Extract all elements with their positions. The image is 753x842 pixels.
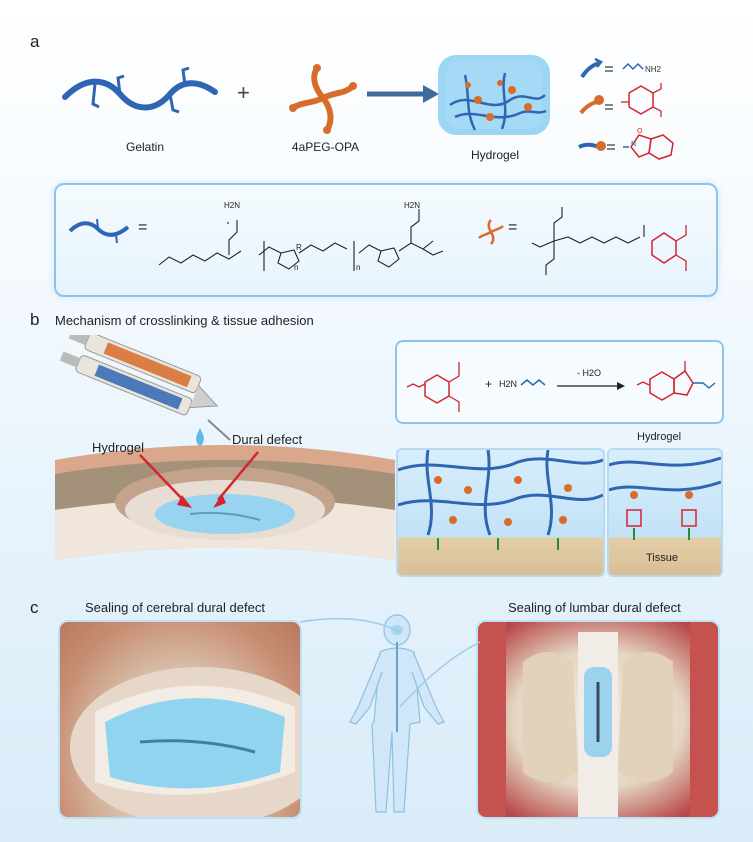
structure-box: = H2N H2N n n R xyxy=(54,183,718,297)
callout-arrows xyxy=(139,451,259,508)
h2n-label-1: H2N xyxy=(224,201,241,210)
panel-a-letter: a xyxy=(30,32,40,51)
double-syringe-icon xyxy=(59,335,231,441)
h2n-label-2: H2N xyxy=(404,201,421,210)
svg-text:O: O xyxy=(637,128,643,135)
svg-text:NH2: NH2 xyxy=(645,65,662,74)
hydrogel-callout-label: Hydrogel xyxy=(92,440,145,455)
amine-chain xyxy=(520,379,546,386)
hydrogel-cube-icon xyxy=(438,55,550,135)
opa-structure xyxy=(406,362,460,412)
cerebral-title: Sealing of cerebral dural defect xyxy=(85,600,265,615)
reaction-box: + H2N - H2O xyxy=(395,340,724,424)
panel-b-letter: b xyxy=(30,310,40,329)
repeat-n-label-1: n xyxy=(294,263,299,272)
gelatin-structure-formula xyxy=(158,209,444,271)
repeat-n-label-2: n xyxy=(356,263,361,272)
network-zoom-box xyxy=(396,448,605,577)
r-group-label: R xyxy=(296,243,302,252)
reactive-group-legend: NH2 N O xyxy=(578,57,674,160)
droplet-icon xyxy=(196,428,204,447)
interface-zoom-illustration xyxy=(609,456,721,540)
interface-zoom-box xyxy=(607,448,723,577)
zoom-hydrogel-label: Hydrogel xyxy=(637,431,682,443)
peg-mini-icon xyxy=(478,219,504,245)
reaction-amine-label: H2N xyxy=(499,379,518,389)
cerebral-sealing-illustration xyxy=(70,667,300,817)
dural-defect-callout-label: Dural defect xyxy=(232,432,303,447)
reaction-condition: - H2O xyxy=(577,368,602,378)
gelatin-mini-icon xyxy=(68,218,130,243)
gelatin-label: Gelatin xyxy=(125,140,165,154)
peg-structure-formula xyxy=(531,207,687,275)
isoindolinone-structure xyxy=(636,361,716,401)
zoom-tissue-label: Tissue xyxy=(646,552,678,564)
hydrogel-label: Hydrogel xyxy=(470,148,520,162)
reaction-box-arrow xyxy=(557,382,625,390)
peg-eq-sign: = xyxy=(508,219,518,236)
gelatin-eq-sign: = xyxy=(138,219,148,236)
network-zoom-illustration xyxy=(398,450,603,550)
svg-text:N: N xyxy=(631,141,636,148)
reaction-arrow-icon xyxy=(367,85,439,103)
reaction-plus: + xyxy=(485,377,493,391)
peg-opa-star-icon xyxy=(289,64,357,134)
cerebral-sealing-image xyxy=(58,620,302,819)
connector-lines xyxy=(299,617,481,708)
panel-c-letter: c xyxy=(30,598,39,617)
peg-opa-label: 4aPEG-OPA xyxy=(291,140,360,154)
panel-b-title: Mechanism of crosslinking & tissue adhes… xyxy=(55,313,314,328)
gelatin-chain-icon xyxy=(62,66,218,114)
lumbar-sealing-image xyxy=(476,620,720,819)
plus-sign: + xyxy=(237,80,250,105)
lumbar-sealing-illustration xyxy=(478,622,718,817)
lumbar-title: Sealing of lumbar dural defect xyxy=(508,600,681,615)
